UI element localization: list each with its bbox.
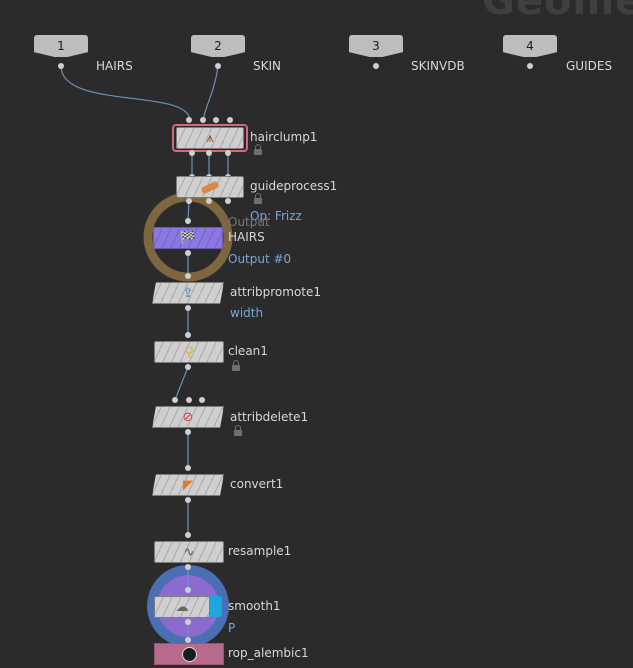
- convert-input[interactable]: [185, 465, 191, 471]
- subnet-input-3-connector[interactable]: [373, 63, 379, 69]
- resample-label: resample1: [228, 544, 292, 558]
- convert-icon: ◤: [183, 477, 193, 493]
- subnet-input-2-number: 2: [214, 39, 222, 53]
- smooth-node[interactable]: ☁: [154, 596, 210, 618]
- subnet-input-4-number: 4: [526, 39, 534, 53]
- checkered-flag-icon: 🏁: [179, 230, 197, 246]
- subnet-input-1-label: HAIRS: [96, 59, 133, 73]
- subnet-input-4[interactable]: 4: [503, 35, 557, 57]
- guideprocess-output-1[interactable]: [186, 198, 192, 204]
- attribdelete-label: attribdelete1: [230, 410, 309, 424]
- output-ghost-label: Output: [228, 215, 270, 229]
- output-index: Output #0: [228, 252, 292, 266]
- rop-alembic-node[interactable]: [154, 643, 224, 665]
- hairclump-lock-icon: [254, 144, 262, 155]
- subnet-input-3-number: 3: [372, 39, 380, 53]
- clean-output[interactable]: [185, 364, 191, 370]
- hairclump-input-1[interactable]: [186, 117, 192, 123]
- attribdelete-input-3[interactable]: [199, 397, 205, 403]
- clean-lock-icon: [232, 360, 240, 371]
- hair-clump-icon: ⩚: [206, 130, 214, 146]
- smooth-param: P: [228, 621, 236, 635]
- smooth-output[interactable]: [185, 619, 191, 625]
- attribdelete-node[interactable]: ⊘: [152, 406, 224, 428]
- hairclump-input-3[interactable]: [213, 117, 219, 123]
- subnet-input-4-label: GUIDES: [566, 59, 613, 73]
- subnet-input-4-connector[interactable]: [527, 63, 533, 69]
- guideprocess-lock-icon: [254, 193, 262, 204]
- convert-node[interactable]: ◤: [152, 474, 224, 496]
- output-input[interactable]: [185, 218, 191, 224]
- attribute-delete-icon: ⊘: [182, 409, 194, 425]
- subnet-input-2[interactable]: 2: [191, 35, 245, 57]
- attribdelete-input-1[interactable]: [172, 397, 178, 403]
- smooth-label: smooth1: [228, 599, 281, 613]
- bandage-icon: [200, 180, 220, 194]
- resample-output[interactable]: [185, 564, 191, 570]
- hairclump-output-1[interactable]: [189, 150, 195, 156]
- hairclump-node[interactable]: ⩚: [176, 127, 244, 149]
- subnet-input-1-number: 1: [57, 39, 65, 53]
- smooth-icon: ☁: [175, 599, 189, 615]
- attribpromote-label: attribpromote1: [230, 285, 322, 299]
- attribdelete-lock-icon: [234, 425, 242, 436]
- wire-clean-attribdelete: [174, 366, 189, 401]
- output-label: HAIRS: [228, 230, 265, 244]
- subnet-input-3-label: SKINVDB: [411, 59, 465, 73]
- output-output[interactable]: [185, 250, 191, 256]
- subnet-input-3[interactable]: 3: [349, 35, 403, 57]
- guideprocess-output-3[interactable]: [225, 198, 231, 204]
- display-flag-button[interactable]: [210, 596, 222, 617]
- alembic-icon: [181, 646, 197, 662]
- guideprocess-node[interactable]: [176, 176, 244, 198]
- hairclump-input-4[interactable]: [227, 117, 233, 123]
- attribdelete-output[interactable]: [185, 429, 191, 435]
- clean-input[interactable]: [185, 332, 191, 338]
- broom-icon: ⚲: [184, 344, 194, 360]
- guideprocess-param: Op: Frizz: [250, 209, 302, 223]
- wire-guide-output: [187, 200, 190, 222]
- guideprocess-output-2[interactable]: [206, 198, 212, 204]
- hairclump-output-2[interactable]: [206, 150, 212, 156]
- subnet-input-1[interactable]: 1: [34, 35, 88, 57]
- wire-input2-hairclump: [202, 65, 219, 121]
- convert-label: convert1: [230, 477, 284, 491]
- attribpromote-node[interactable]: ⇪: [152, 282, 224, 304]
- rop-alembic-input[interactable]: [185, 637, 191, 643]
- attribpromote-param: width: [230, 306, 264, 320]
- wire-input1-hairclump: [60, 65, 191, 121]
- rop-alembic-label: rop_alembic1: [228, 646, 309, 660]
- resample-node[interactable]: ∿: [154, 541, 224, 563]
- subnet-input-2-connector[interactable]: [215, 63, 221, 69]
- attribpromote-output[interactable]: [185, 305, 191, 311]
- clean-label: clean1: [228, 344, 268, 358]
- clean-node[interactable]: ⚲: [154, 341, 224, 363]
- subnet-input-1-connector[interactable]: [58, 63, 64, 69]
- hairclump-input-2[interactable]: [200, 117, 206, 123]
- wave-icon: ∿: [183, 544, 195, 560]
- network-title-watermark: Geomet: [482, 0, 633, 24]
- resample-input[interactable]: [185, 532, 191, 538]
- attribute-promote-icon: ⇪: [182, 285, 194, 301]
- attribdelete-input-2[interactable]: [186, 397, 192, 403]
- output-node[interactable]: 🏁: [153, 227, 223, 249]
- convert-output[interactable]: [185, 497, 191, 503]
- attribpromote-input[interactable]: [185, 273, 191, 279]
- guideprocess-label: guideprocess1: [250, 179, 338, 193]
- hairclump-output-3[interactable]: [225, 150, 231, 156]
- subnet-input-2-label: SKIN: [253, 59, 282, 73]
- smooth-input[interactable]: [185, 587, 191, 593]
- hairclump-label: hairclump1: [250, 130, 318, 144]
